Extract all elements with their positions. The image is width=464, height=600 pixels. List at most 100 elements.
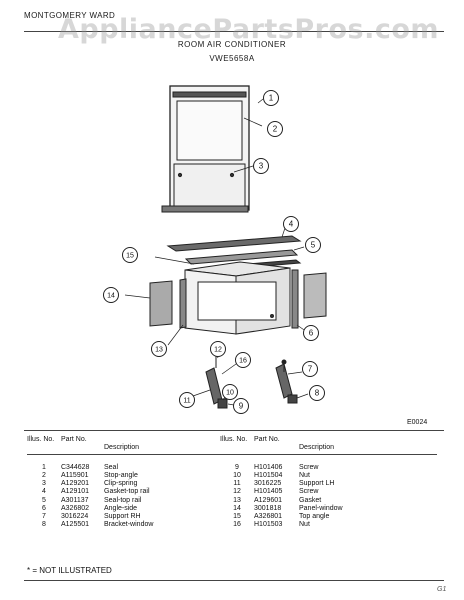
col-part-no: Part No. xyxy=(61,436,87,443)
callout-label: 9 xyxy=(239,402,244,411)
description: Nut xyxy=(299,521,310,529)
illus-no: 3 xyxy=(42,480,46,488)
illus-no: 7 xyxy=(42,512,46,520)
description: Nut xyxy=(299,471,310,479)
description: Support RH xyxy=(104,512,141,520)
chassis-box xyxy=(184,261,291,335)
callout-7: 7 xyxy=(302,361,318,377)
illus-no: 4 xyxy=(42,488,46,496)
illus-no: 6 xyxy=(42,504,46,512)
callout-13: 13 xyxy=(151,341,167,357)
table-top-rule xyxy=(24,430,444,431)
part-no: A129601 xyxy=(254,496,283,504)
illus-no: 1 xyxy=(42,463,46,471)
description: Angle-side xyxy=(104,504,138,512)
angle-side xyxy=(291,269,299,329)
callout-label: 5 xyxy=(311,241,316,250)
part-no: 3001818 xyxy=(254,504,282,512)
callout-3: 3 xyxy=(253,158,269,174)
table-row: 2 A115901 Stop-angle 10 H101504 Nut xyxy=(27,472,437,480)
description: Seal-top rail xyxy=(104,496,142,504)
diagram-code: E0024 xyxy=(407,419,428,426)
part-no: A125501 xyxy=(61,521,90,529)
callout-label: 4 xyxy=(289,220,294,229)
illus-no: 13 xyxy=(233,496,241,504)
callout-label: 2 xyxy=(273,125,278,134)
illus-no: 16 xyxy=(233,521,241,529)
col-illus-no-2: Illus. No. xyxy=(220,436,248,443)
description: Support LH xyxy=(299,480,335,488)
description: Clip-spring xyxy=(104,480,138,488)
description: Gasket-top rail xyxy=(104,488,150,496)
description: Screw xyxy=(299,488,319,496)
callout-16: 16 xyxy=(235,352,251,368)
illus-no: 12 xyxy=(233,488,241,496)
gasket-left xyxy=(179,278,187,329)
callout-14: 14 xyxy=(103,287,119,303)
watermark: AppliancePartsPros.com xyxy=(58,14,440,45)
header-rule xyxy=(24,31,444,32)
callout-label: 16 xyxy=(239,358,247,365)
table-row: 8 A125501 Bracket-window 16 H101503 Nut xyxy=(27,521,437,529)
callout-10: 10 xyxy=(222,384,238,400)
callout-12: 12 xyxy=(210,341,226,357)
description: Panel-window xyxy=(299,504,343,512)
brand-name: MONTGOMERY WARD xyxy=(24,11,116,20)
description: Screw xyxy=(299,463,319,471)
col-description: Description xyxy=(104,444,140,451)
illus-no: 11 xyxy=(233,480,241,488)
illus-no: 15 xyxy=(233,512,241,520)
callout-2: 2 xyxy=(267,121,283,137)
illus-no: 5 xyxy=(42,496,46,504)
header-divider xyxy=(27,454,437,464)
callout-5: 5 xyxy=(305,237,321,253)
table-row: 1 C344628 Seal 9 H101406 Screw xyxy=(27,464,437,472)
callout-label: 15 xyxy=(126,253,134,260)
illus-no: 10 xyxy=(233,471,241,479)
part-no: H101503 xyxy=(254,521,283,529)
callout-6: 6 xyxy=(303,325,319,341)
callout-label: 7 xyxy=(308,365,313,374)
part-no: H101406 xyxy=(254,463,283,471)
description: Top angle xyxy=(299,512,330,520)
model-number: VWE5658A xyxy=(209,54,255,63)
illus-no: 2 xyxy=(42,471,46,479)
callout-label: 14 xyxy=(107,293,115,300)
part-no: A326802 xyxy=(61,504,90,512)
part-no: H101504 xyxy=(254,471,283,479)
page-title: ROOM AIR CONDITIONER xyxy=(177,40,287,49)
part-no: A115901 xyxy=(61,471,89,479)
callout-15: 15 xyxy=(122,247,138,263)
part-no: C344628 xyxy=(61,463,90,471)
table-header-row: Illus. No. Part No. Description Illus. N… xyxy=(27,436,437,455)
illus-no: 8 xyxy=(42,521,46,529)
window-frame xyxy=(161,85,250,213)
description: Gasket xyxy=(299,496,322,504)
parts-table: Illus. No. Part No. Description Illus. N… xyxy=(27,436,437,529)
illus-no: 9 xyxy=(235,463,239,471)
callout-8: 8 xyxy=(309,385,325,401)
callout-label: 13 xyxy=(155,347,163,354)
description: Stop-angle xyxy=(104,471,138,479)
part-no: H101405 xyxy=(254,488,283,496)
gasket-top-rail xyxy=(166,235,302,252)
support-right xyxy=(275,359,298,404)
callout-label: 10 xyxy=(226,390,234,397)
description: Seal xyxy=(104,463,119,471)
part-no: A326801 xyxy=(254,512,283,520)
description: Bracket-window xyxy=(104,521,154,529)
col-description-2: Description xyxy=(299,444,335,451)
col-illus-no: Illus. No. xyxy=(27,436,55,443)
callout-label: 12 xyxy=(214,347,222,354)
col-part-no-2: Part No. xyxy=(254,436,280,443)
bottom-rule xyxy=(24,580,444,581)
callout-label: 6 xyxy=(309,329,314,338)
callout-4: 4 xyxy=(283,216,299,232)
corner-mark: G1 xyxy=(437,586,447,593)
callout-9: 9 xyxy=(233,398,249,414)
